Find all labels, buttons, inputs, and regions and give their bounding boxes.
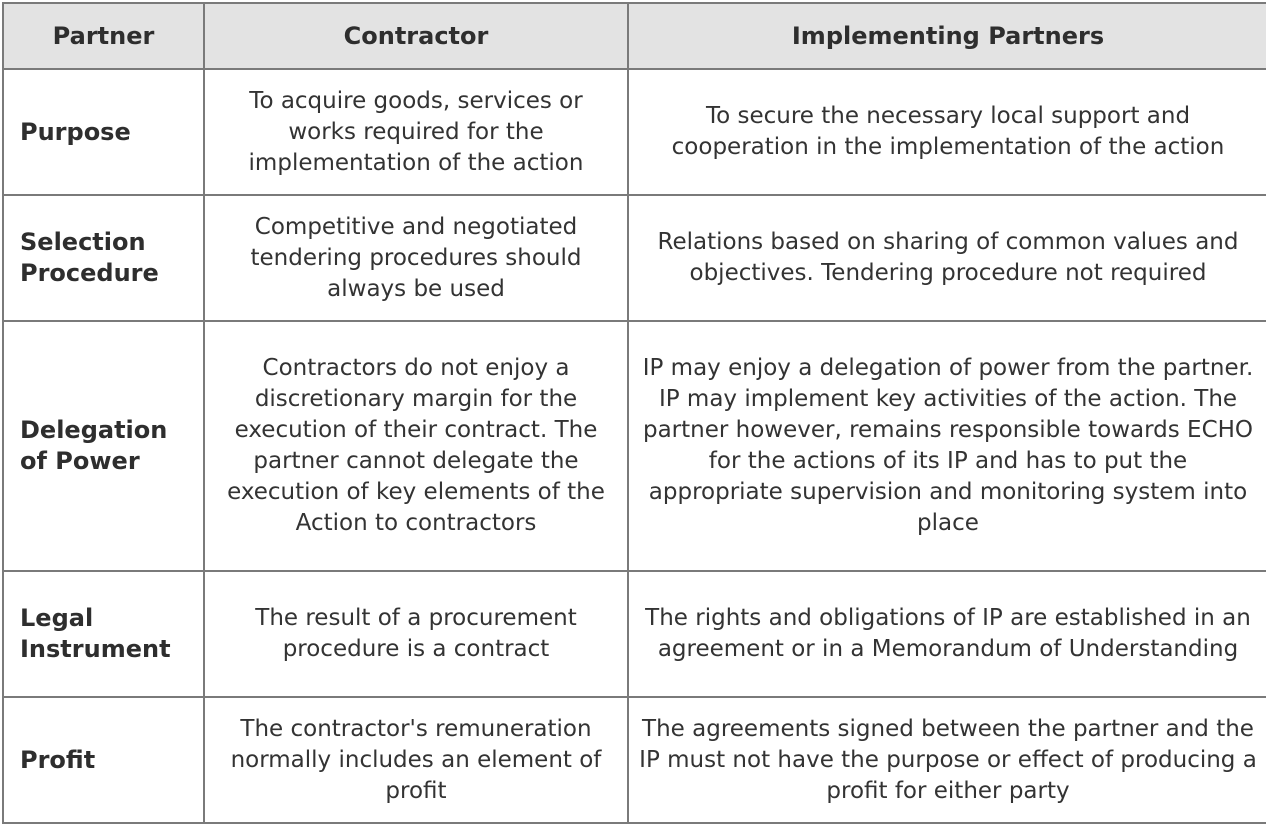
row-label: Legal Instrument bbox=[2, 570, 205, 698]
implementing-partner-cell: The agreements signed between the partne… bbox=[627, 696, 1266, 824]
contractor-cell: Competitive and negotiated tendering pro… bbox=[203, 194, 629, 322]
table-row-purpose: Purpose To acquire goods, services or wo… bbox=[2, 68, 1266, 196]
table-row-profit: Profit The contractor's remuneration nor… bbox=[2, 696, 1266, 824]
contractor-cell: Contractors do not enjoy a discretionary… bbox=[203, 320, 629, 572]
header-partner: Partner bbox=[2, 2, 205, 70]
table-header-row: Partner Contractor Implementing Partners bbox=[2, 2, 1266, 70]
contractor-cell: To acquire goods, services or works requ… bbox=[203, 68, 629, 196]
table-row-selection-procedure: Selection Procedure Competitive and nego… bbox=[2, 194, 1266, 322]
header-contractor: Contractor bbox=[203, 2, 629, 70]
implementing-partner-cell: To secure the necessary local support an… bbox=[627, 68, 1266, 196]
contractor-cell: The result of a procurement procedure is… bbox=[203, 570, 629, 698]
contractor-cell: The contractor's remuneration normally i… bbox=[203, 696, 629, 824]
row-label: Purpose bbox=[2, 68, 205, 196]
table-row-delegation-of-power: Delegation of Power Contractors do not e… bbox=[2, 320, 1266, 572]
row-label: Profit bbox=[2, 696, 205, 824]
header-implementing-partners: Implementing Partners bbox=[627, 2, 1266, 70]
row-label: Delegation of Power bbox=[2, 320, 205, 572]
table-row-legal-instrument: Legal Instrument The result of a procure… bbox=[2, 570, 1266, 698]
implementing-partner-cell: The rights and obligations of IP are est… bbox=[627, 570, 1266, 698]
row-label: Selection Procedure bbox=[2, 194, 205, 322]
implementing-partner-cell: IP may enjoy a delegation of power from … bbox=[627, 320, 1266, 572]
implementing-partner-cell: Relations based on sharing of common val… bbox=[627, 194, 1266, 322]
